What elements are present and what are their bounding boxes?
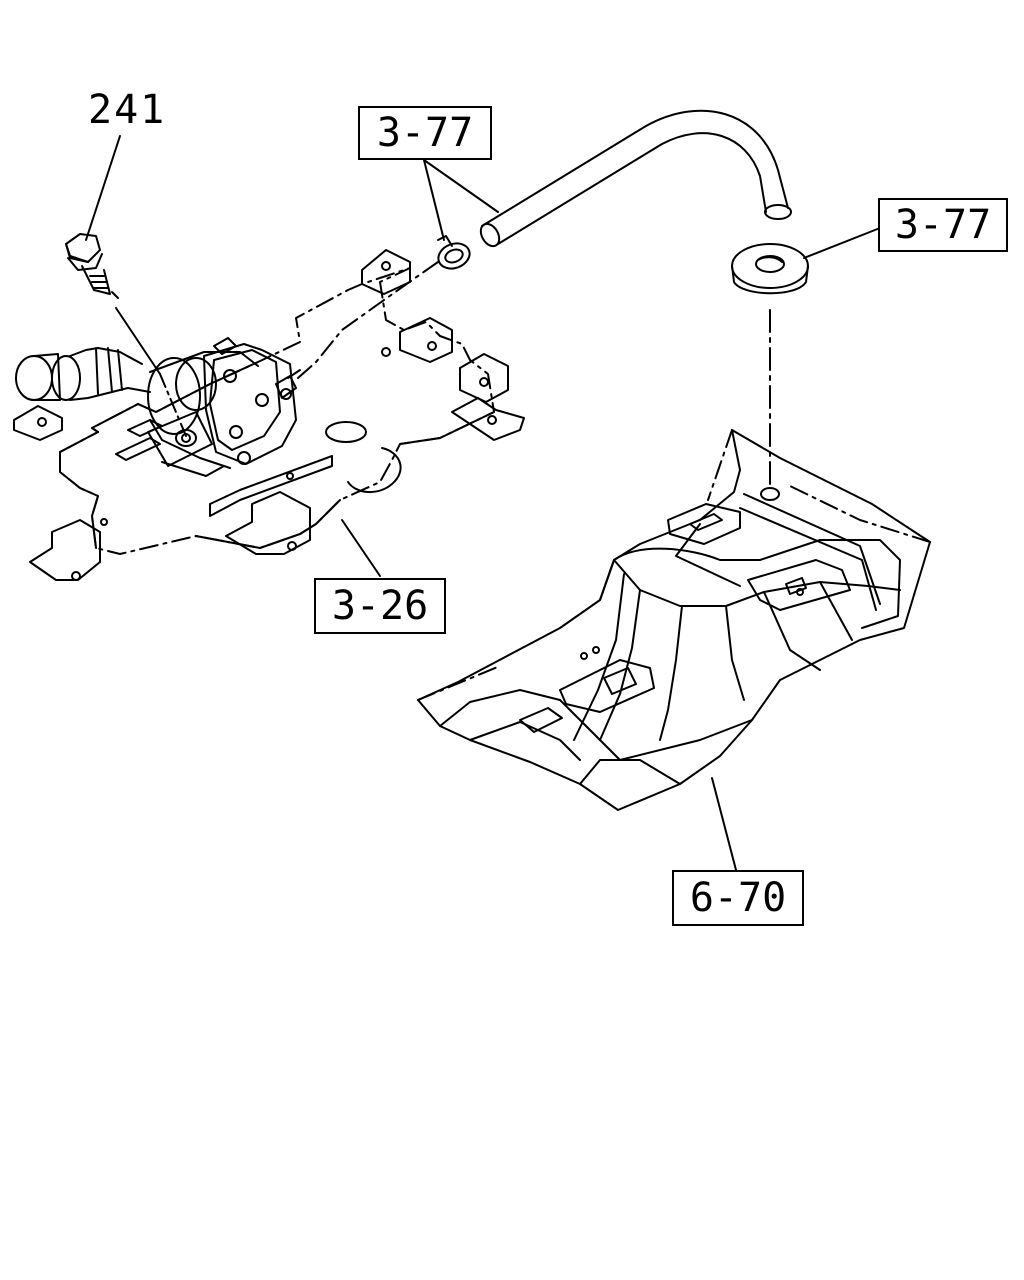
actuator-icon xyxy=(15,337,301,477)
part-ref-bracket[interactable]: 3-26 xyxy=(314,578,446,634)
bolt-icon xyxy=(65,233,187,437)
part-ref-floor-panel[interactable]: 6-70 xyxy=(672,870,804,926)
hose-icon xyxy=(297,109,792,379)
bracket-icon xyxy=(13,249,525,581)
clip-icon xyxy=(437,235,471,270)
part-ref-grommet[interactable]: 3-77 xyxy=(878,198,1008,252)
part-ref-hose[interactable]: 3-77 xyxy=(358,106,492,160)
floor-panel-icon xyxy=(417,429,931,811)
part-label-241[interactable]: 241 xyxy=(88,87,167,133)
grommet-icon xyxy=(731,243,809,489)
leader-lines xyxy=(85,135,881,871)
